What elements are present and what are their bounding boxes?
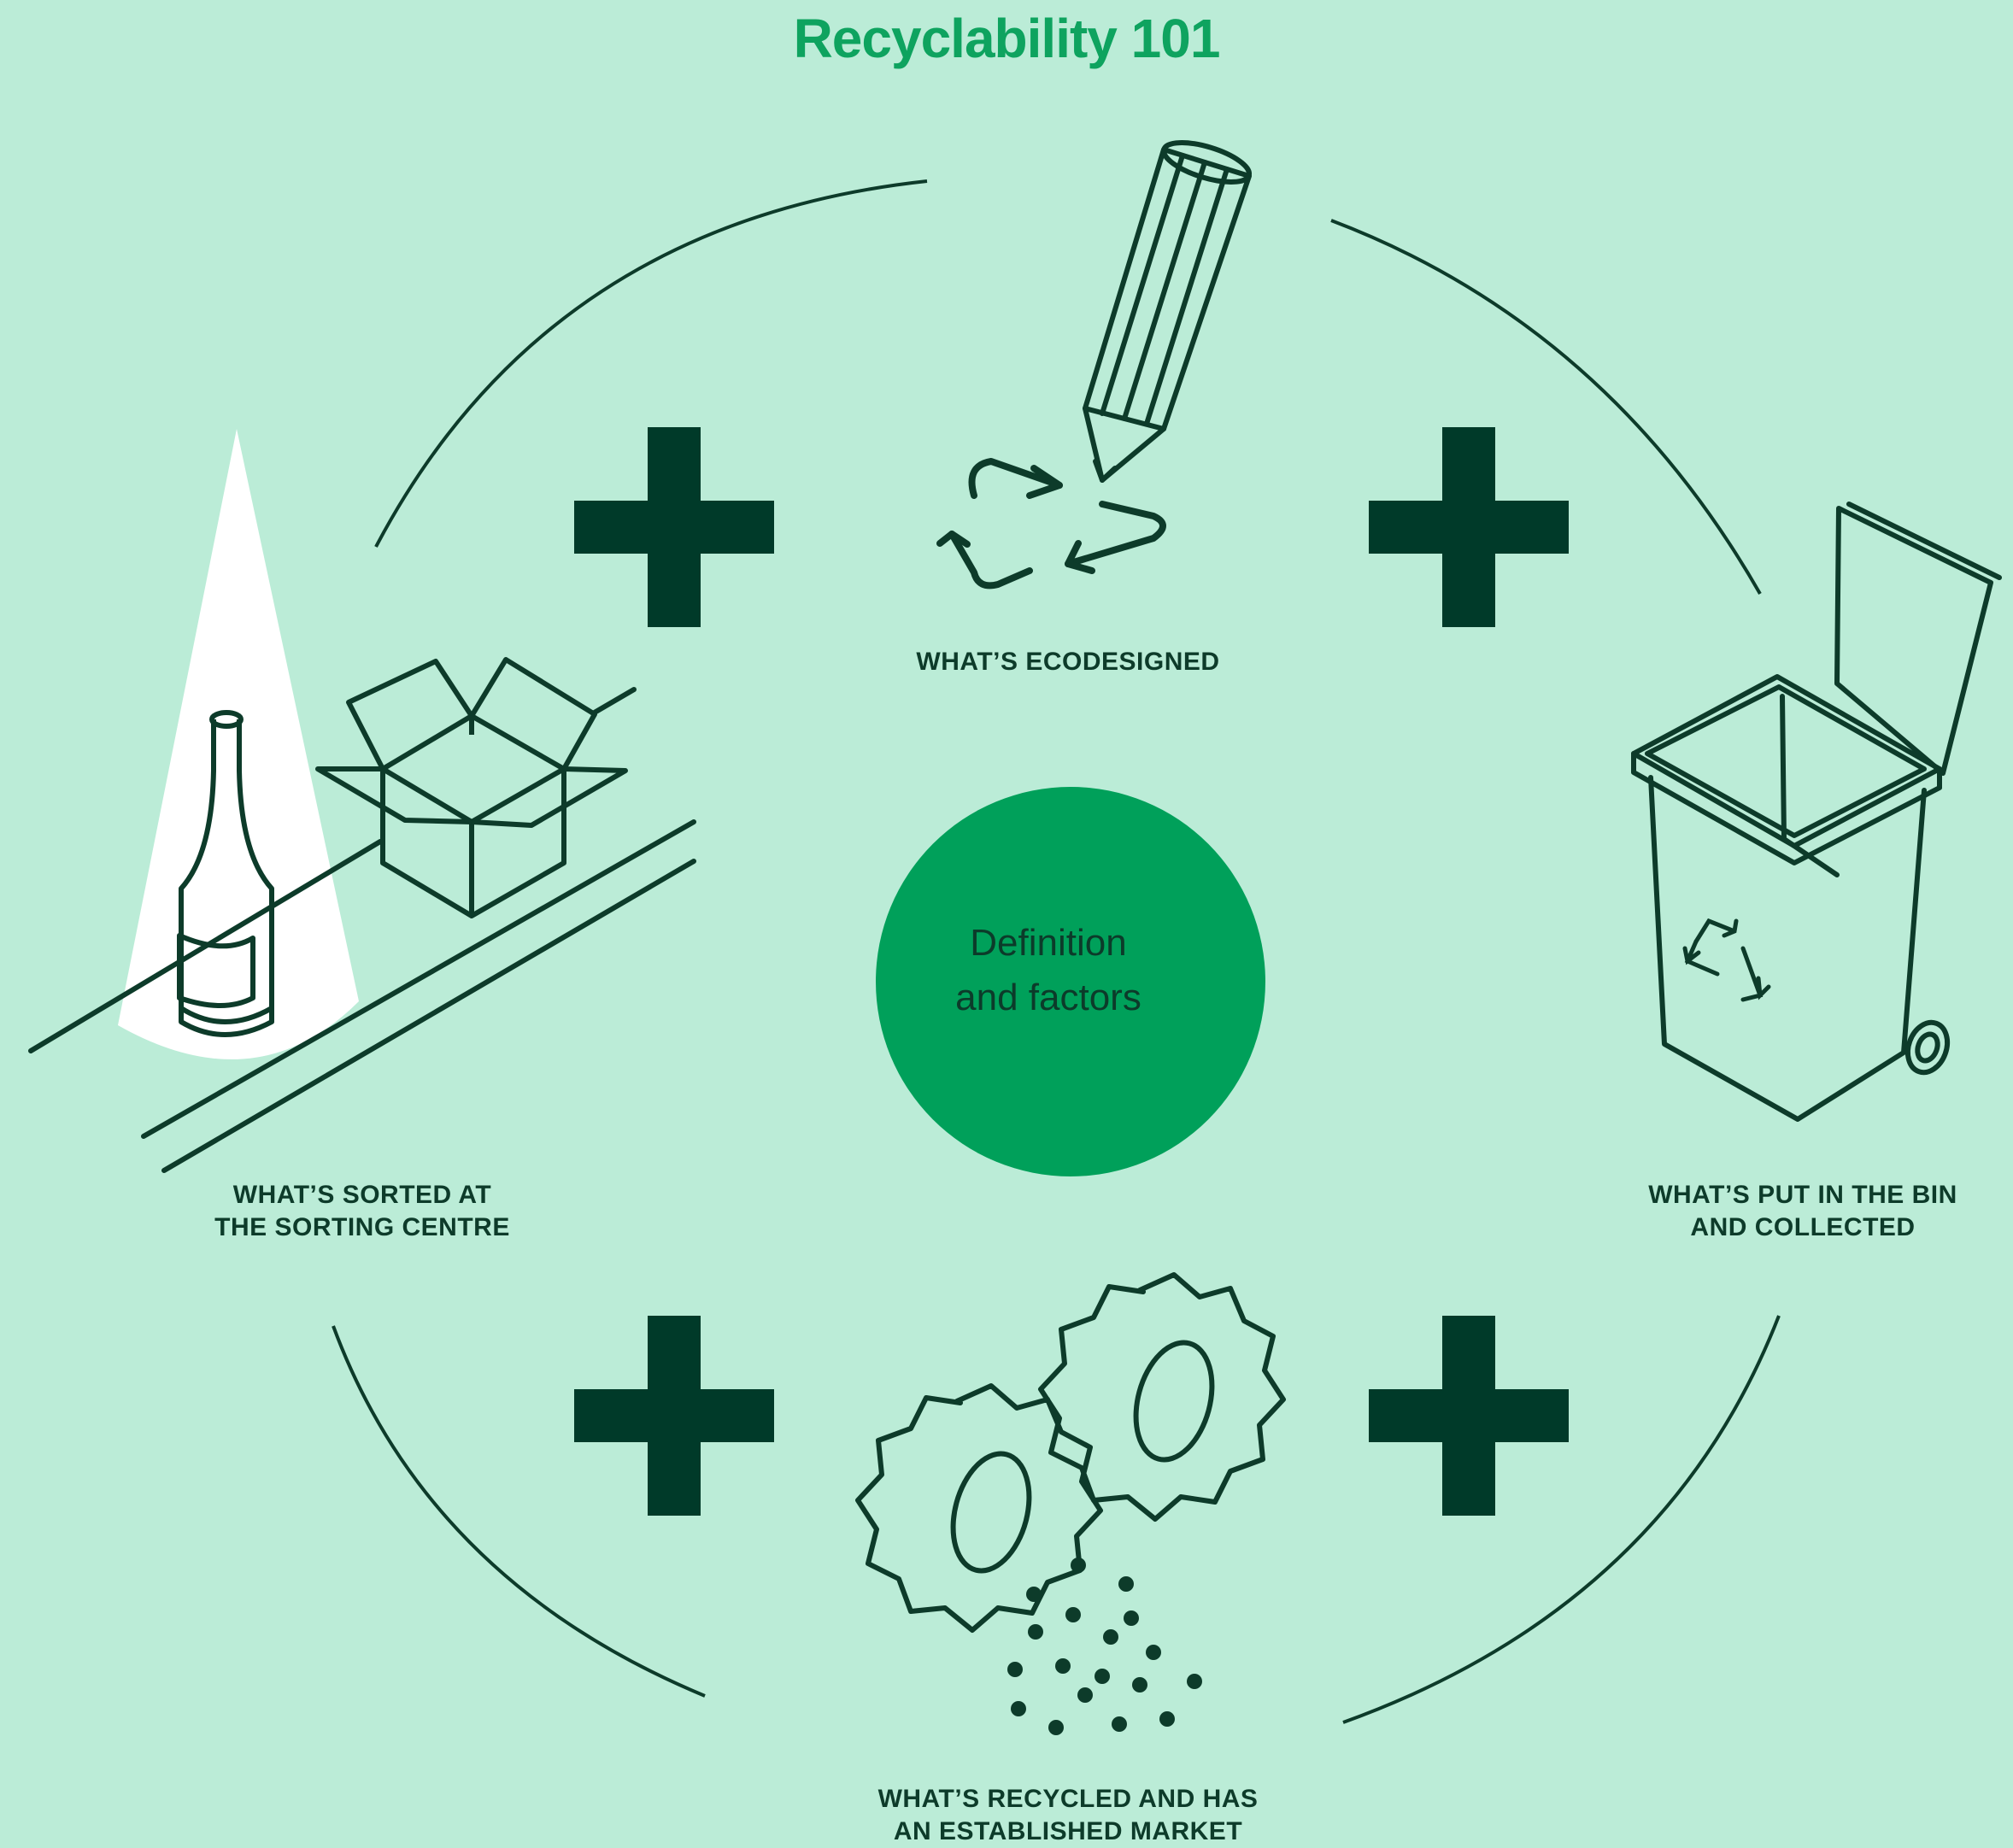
- cycle-ring: [332, 179, 1781, 1724]
- center-circle: [876, 787, 1265, 1176]
- label-recycled-line1: WHAT’S RECYCLED AND HAS: [877, 1785, 1259, 1813]
- label-sorted-line2: THE SORTING CENTRE: [214, 1213, 510, 1241]
- plus-icon: [574, 1316, 774, 1516]
- conveyor: [28, 687, 696, 1173]
- label-bin-line1: WHAT’S PUT IN THE BIN: [1648, 1181, 1957, 1209]
- label-bin: WHAT’S PUT IN THE BIN AND COLLECTED: [1615, 1179, 1991, 1244]
- label-recycled-line2: AN ESTABLISHED MARKET: [893, 1817, 1243, 1845]
- plus-icon: [574, 427, 774, 627]
- bottle-icon: [177, 710, 274, 1037]
- gears-icon: [855, 1272, 1286, 1633]
- ring-arc-bottom-right: [1342, 1315, 1781, 1724]
- center-label-line2: and factors: [955, 977, 1141, 1018]
- center-label-line1: Definition: [970, 922, 1127, 964]
- page-title: Recyclability 101: [793, 8, 1221, 69]
- recycle-icon: [1682, 918, 1771, 1002]
- box-icon: [315, 657, 628, 918]
- label-sorted-line1: WHAT’S SORTED AT: [232, 1181, 492, 1209]
- plus-icon: [1369, 427, 1569, 627]
- label-recycled: WHAT’S RECYCLED AND HAS AN ESTABLISHED M…: [803, 1783, 1333, 1848]
- label-bin-line2: AND COLLECTED: [1690, 1213, 1916, 1241]
- label-ecodesigned: WHAT’S ECODESIGNED: [854, 646, 1282, 678]
- ring-arc-top-right: [1330, 219, 1762, 595]
- particles: [1007, 1558, 1202, 1735]
- label-sorted: WHAT’S SORTED AT THE SORTING CENTRE: [166, 1179, 559, 1244]
- ring-arc-bottom-left: [332, 1325, 706, 1698]
- recycle-icon: [936, 458, 1166, 590]
- bin-icon: [1631, 502, 2002, 1122]
- ring-arc-top-left: [374, 179, 928, 548]
- center-label: Definition and factors: [877, 916, 1219, 1025]
- label-ecodesigned-line1: WHAT’S ECODESIGNED: [916, 648, 1220, 676]
- plus-icon: [1369, 1316, 1569, 1516]
- pencil-icon: [1083, 140, 1253, 483]
